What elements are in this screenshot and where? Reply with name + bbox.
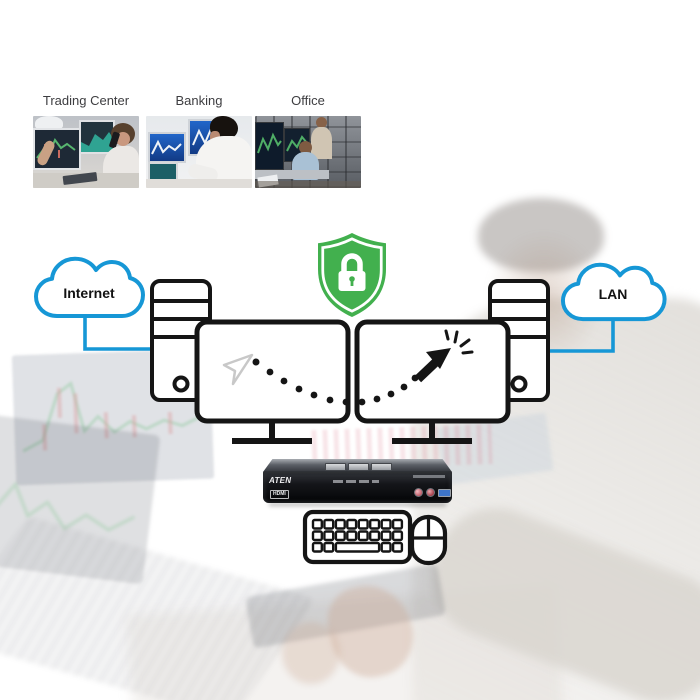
kvm-front-panel: ATEN HDMI [263, 471, 452, 503]
mouse-icon [409, 514, 448, 566]
kvm-panel-button [348, 463, 369, 471]
bg-person-hair [478, 198, 604, 272]
keyboard-icon [302, 509, 413, 565]
hdmi-logo: HDMI [270, 490, 289, 499]
photo-detail [299, 141, 312, 154]
photo-trading-center [33, 116, 139, 188]
photo-detail [255, 122, 284, 170]
monitor-left [194, 319, 351, 444]
bg-typing-hand [282, 622, 340, 684]
photo-detail [311, 127, 332, 159]
bg-laptop-chart [0, 481, 136, 532]
bg-candlestick-chart [22, 380, 205, 453]
power-button-icon [172, 375, 190, 393]
photo-detail [148, 132, 186, 163]
usb-port [438, 489, 451, 497]
cursor-click-icon [414, 329, 474, 383]
kvm-model-text [413, 475, 445, 478]
kvm-panel-button [371, 463, 392, 471]
kvm-panel-button [325, 463, 346, 471]
shield-lock-icon [318, 233, 386, 317]
cursor-outline-icon [222, 353, 254, 386]
scene-label-office: Office [291, 93, 325, 108]
mic-port [426, 488, 435, 497]
device-shadow [269, 503, 446, 506]
bg-trading-monitor [11, 348, 215, 486]
photo-office [255, 116, 361, 188]
photo-detail [146, 179, 252, 188]
photo-detail [35, 116, 63, 130]
kvm-panel-text [333, 480, 379, 483]
monitor-right [354, 319, 511, 444]
photo-detail [316, 117, 327, 128]
internet-label: Internet [63, 285, 115, 301]
scene-label-trading-center: Trading Center [42, 93, 130, 108]
kvm-switch-device: ATEN HDMI [263, 459, 452, 506]
cursor-motion-dots [252, 358, 419, 406]
audio-port [414, 488, 423, 497]
photo-banking [146, 116, 252, 188]
click-sparks [444, 329, 474, 355]
lan-connection-line [538, 316, 615, 353]
photo-detail [255, 181, 361, 188]
aten-logo: ATEN [269, 476, 292, 485]
internet-connection-line [83, 312, 168, 351]
bg-laptop-screen [0, 413, 161, 585]
photo-detail [255, 170, 329, 179]
scene-label-banking: Banking [175, 93, 223, 108]
lan-label: LAN [598, 286, 628, 302]
lock-icon [338, 253, 366, 291]
kvm-top-panel [263, 459, 452, 472]
power-button-icon [510, 375, 528, 393]
spacebar-key [334, 541, 381, 553]
